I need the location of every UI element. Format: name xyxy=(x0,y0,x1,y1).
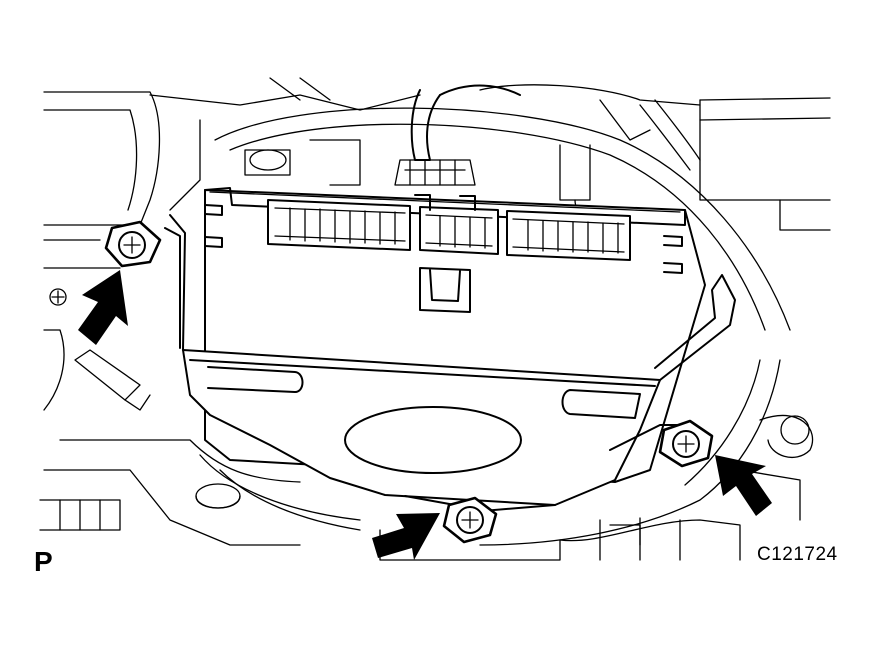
arrow-bottom-bolt xyxy=(372,513,440,560)
ecu-connectors xyxy=(267,194,631,261)
arrow-right-bolt xyxy=(715,455,772,516)
bolt-bottom xyxy=(442,496,498,544)
background-structure xyxy=(39,77,831,561)
figure-code: C121724 xyxy=(757,544,838,565)
bolt-left xyxy=(104,220,162,268)
arrow-left-bolt xyxy=(78,270,128,345)
mounting-bracket xyxy=(164,214,736,513)
view-label: P xyxy=(34,546,53,577)
bolt-right xyxy=(658,419,714,468)
